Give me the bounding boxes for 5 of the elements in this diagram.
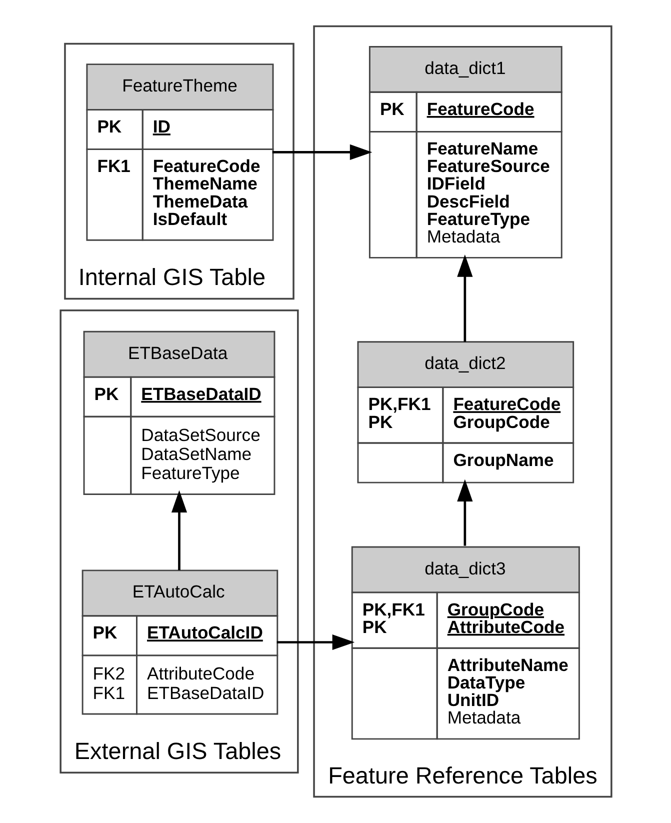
arrow [272,144,372,160]
arrow [276,634,354,650]
arrow [456,254,472,342]
arrow [456,479,472,546]
arrow [170,490,187,570]
